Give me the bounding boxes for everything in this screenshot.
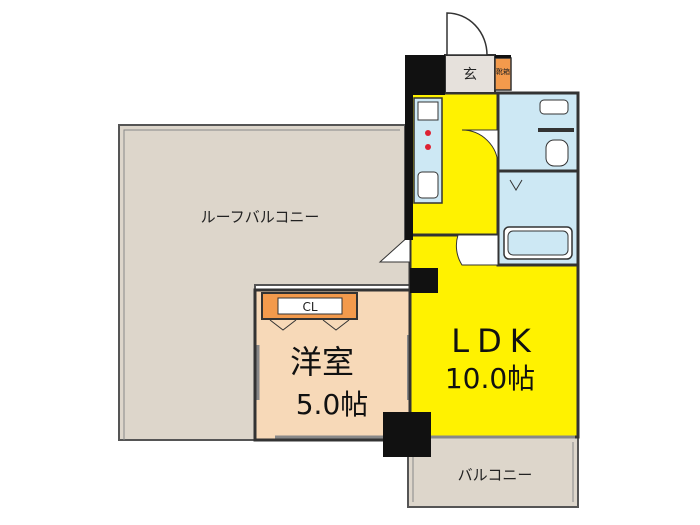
roof-balcony-railing — [123, 129, 400, 440]
roof-balcony-label: ルーフバルコニー — [201, 208, 320, 226]
column-entrance — [405, 55, 445, 95]
stove-burner-2 — [425, 144, 431, 150]
shoe-box-label: 靴箱 — [496, 67, 510, 76]
kitchen-sink — [417, 101, 439, 121]
stove-burner-1 — [425, 130, 431, 136]
balcony-label: バルコニー — [458, 466, 533, 484]
toilet-partition — [538, 128, 574, 132]
column-bottom — [383, 412, 431, 457]
column-shoe — [495, 55, 511, 58]
balcony-area — [407, 436, 579, 508]
bathtub-basin — [507, 230, 569, 256]
closet-label: CL — [302, 300, 317, 314]
toilet-bowl — [545, 139, 569, 167]
ldk-name: LDK — [451, 322, 538, 360]
western-room-size: 5.0帖 — [296, 388, 369, 421]
entrance-door-swing — [446, 12, 488, 56]
closet-door-right — [322, 319, 350, 331]
entrance-label: 玄 — [463, 66, 477, 83]
western-room-name: 洋室 — [290, 343, 354, 381]
hall-door-swing — [461, 129, 499, 167]
ldk-size: 10.0帖 — [445, 362, 535, 395]
column-ldk — [410, 268, 438, 293]
closet-label-box — [277, 297, 343, 315]
kitchen-bowl — [417, 171, 439, 199]
washroom-fold-door — [509, 179, 523, 191]
wall-left-hall — [405, 93, 413, 240]
roof-balcony-door-swing — [378, 233, 411, 263]
closet-door-left — [269, 319, 297, 331]
ldk-door-swing — [455, 234, 499, 266]
toilet-tank — [539, 99, 569, 115]
